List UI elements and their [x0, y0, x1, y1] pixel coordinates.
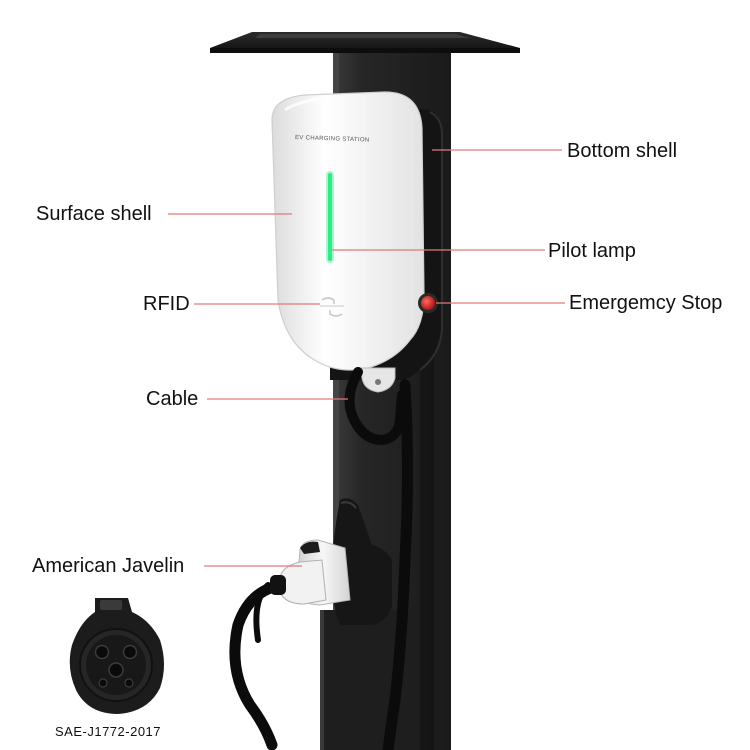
rfid-icon: [320, 297, 344, 317]
cable-bracket: [359, 367, 396, 393]
unit-print: EV CHARGING STATION: [295, 135, 370, 144]
surface-shell: EV CHARGING STATION: [271, 91, 425, 371]
label-surface-shell: Surface shell: [36, 203, 152, 225]
label-pilot-lamp: Pilot lamp: [548, 240, 636, 262]
canopy: [210, 32, 520, 53]
label-cable: Cable: [146, 388, 199, 410]
socket-caption: SAE-J1772-2017: [55, 724, 162, 739]
cable: [229, 367, 413, 750]
label-rfid: RFID: [143, 293, 190, 315]
label-bottom-shell: Bottom shell: [567, 140, 678, 162]
pilot-lamp: [326, 171, 334, 263]
leader-lines: [168, 149, 565, 567]
javelin-plug: [270, 539, 351, 606]
label-american-javelin: American Javelin: [32, 555, 185, 577]
label-emergency-stop: Emergemcy Stop: [569, 292, 723, 314]
emergency-stop-button: [418, 293, 438, 313]
socket-face-inset: [69, 598, 164, 714]
